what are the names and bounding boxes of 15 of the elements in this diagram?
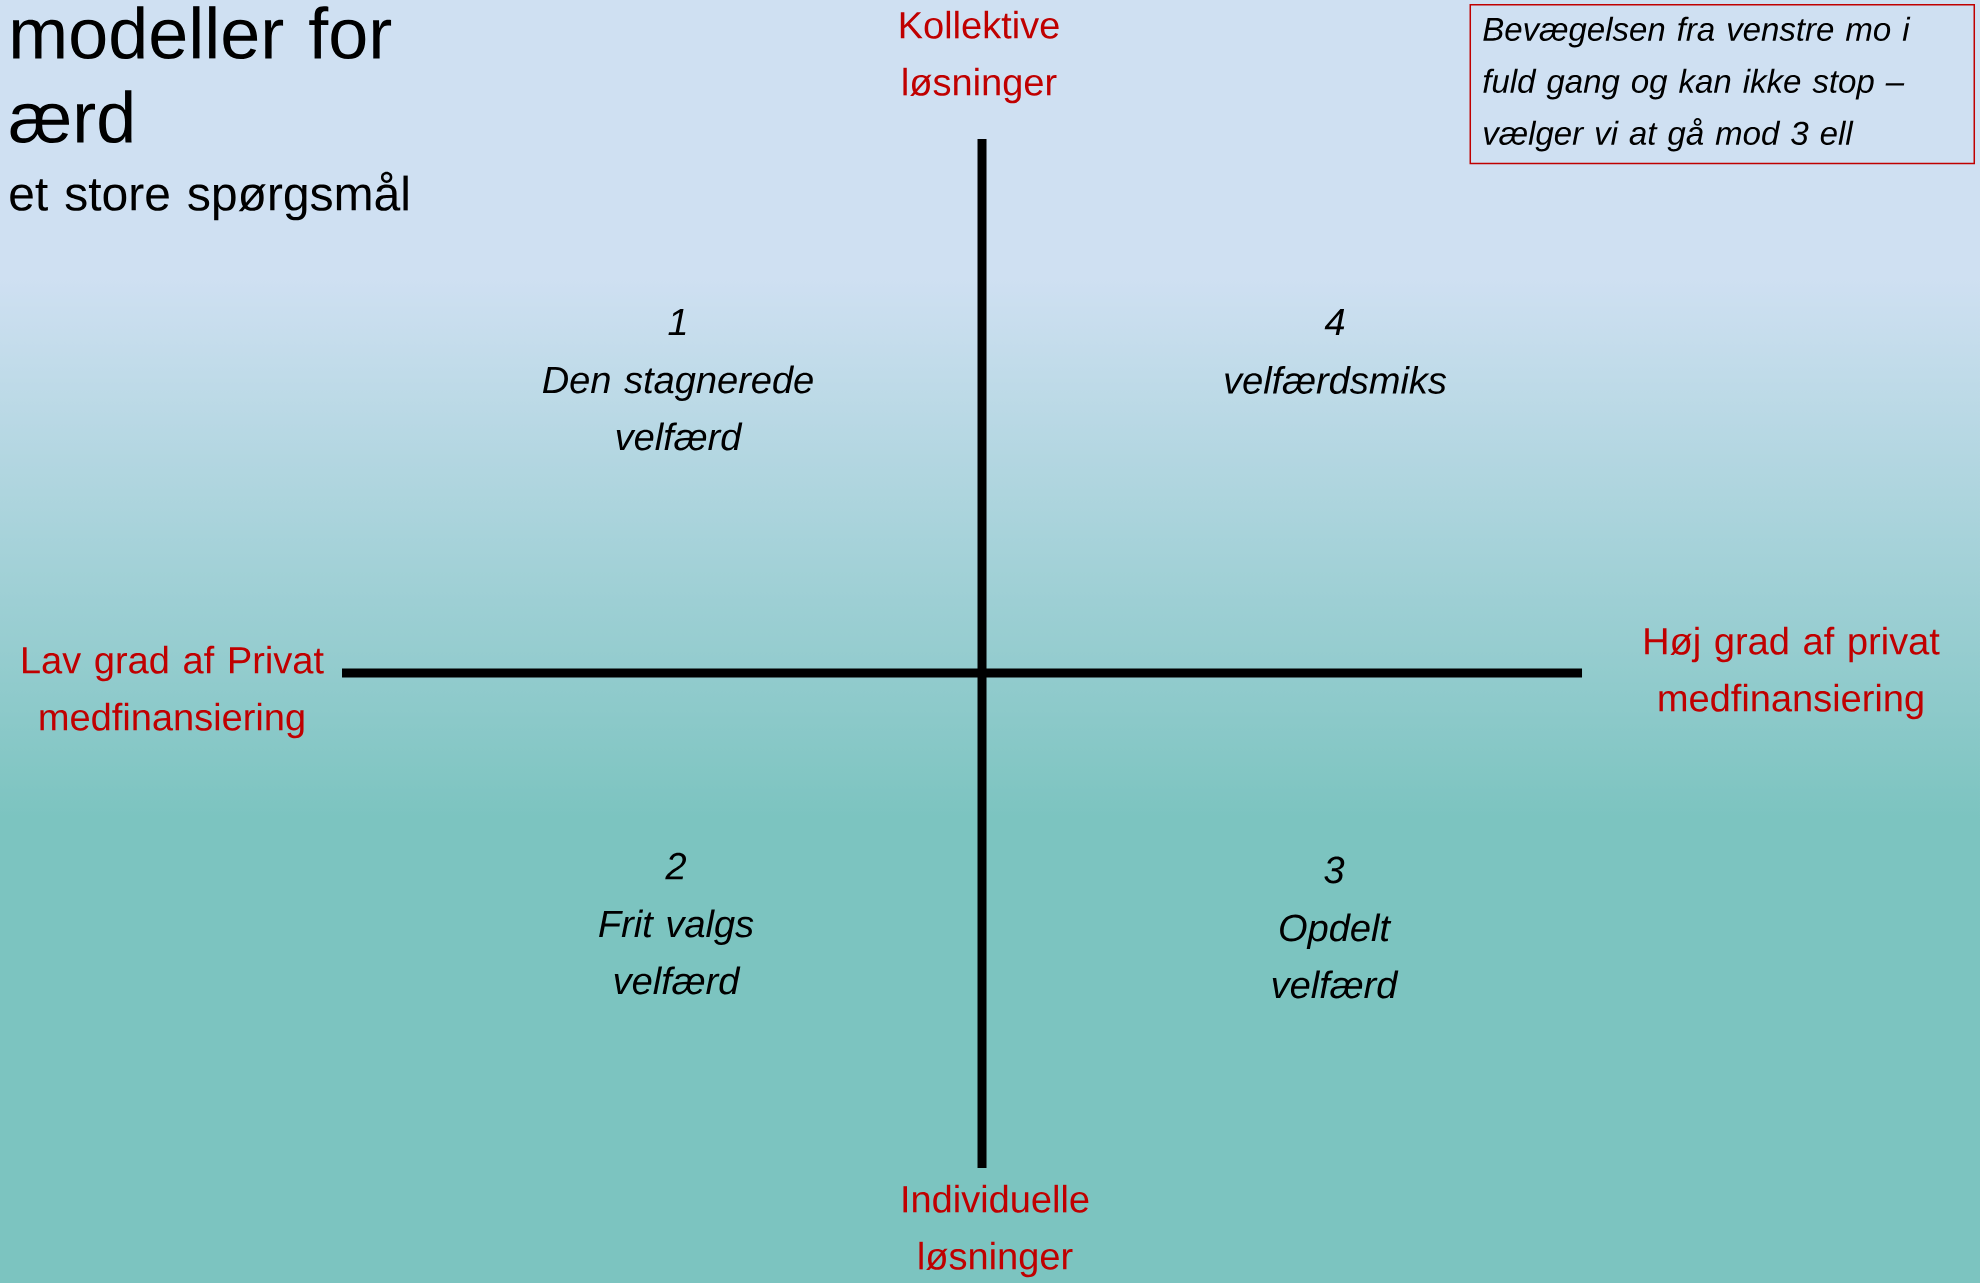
quadrant-label: Frit valgs velfærd — [599, 909, 754, 995]
axis-label: Kollektive løsninger — [900, 10, 1059, 104]
quadrant-label: Den stagnerede velfærd — [542, 365, 813, 451]
quadrant-number: 4 — [1324, 308, 1345, 336]
title: modeller for ærd — [10, 6, 392, 144]
quadrant-number: 2 — [665, 852, 686, 880]
quadrant-label: velfærdsmiks — [1225, 366, 1447, 394]
quadrant-number: 1 — [668, 308, 686, 336]
axis-label: Lav grad af Privat medfinansiering — [23, 645, 324, 739]
quadrant-number: 3 — [1324, 856, 1345, 884]
quadrant-label: Opdelt velfærd — [1272, 913, 1399, 999]
axis-label: Individuelle løsninger — [903, 1184, 1089, 1278]
note-box: Bevægelsen fra venstre mo i fuld gang og kan ikke stop – vælger vi at gå mod 3 ell — [1469, 4, 1975, 165]
axis-label: Høj grad af privat medfinansiering — [1645, 626, 1940, 720]
subtitle: et store spørgsmål — [10, 171, 408, 221]
